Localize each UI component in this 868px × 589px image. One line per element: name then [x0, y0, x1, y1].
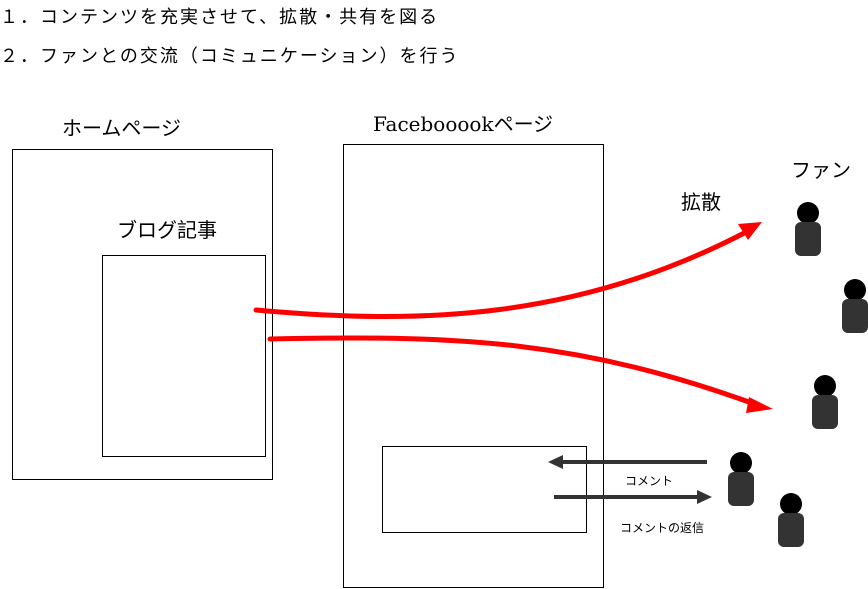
- spread-arrowhead-upper: [738, 222, 762, 240]
- comment-arrowhead: [548, 455, 563, 469]
- spread-label: 拡散: [681, 190, 721, 214]
- fans-label: ファン: [791, 158, 851, 182]
- blog-article-box: [102, 255, 266, 457]
- spread-arrow-upper: [253, 227, 753, 320]
- spread-arrow-lower: [267, 335, 763, 409]
- person-icon: [842, 279, 868, 333]
- person-icon: [778, 493, 804, 547]
- spread-arrowhead-lower: [746, 397, 773, 413]
- person-icon: [812, 375, 838, 429]
- facebook-post-box: [382, 446, 587, 533]
- comment-arrow-shaft: [561, 460, 707, 464]
- reply-label: コメントの返信: [620, 521, 705, 535]
- facebook-page-label: Facebooookページ: [373, 112, 554, 136]
- reply-arrow-shaft: [554, 495, 700, 499]
- homepage-label: ホームページ: [62, 116, 181, 140]
- goal-1: １．コンテンツを充実させて、拡散・共有を図る: [0, 7, 440, 28]
- person-icon: [795, 202, 821, 256]
- spread-arrows: [253, 227, 763, 409]
- comment-arrows: [548, 455, 712, 504]
- homepage-box: [12, 149, 273, 480]
- goal-2: ２．ファンとの交流（コミュニケーション）を行う: [0, 46, 460, 67]
- facebook-page-box: [343, 144, 604, 588]
- person-icon: [728, 452, 754, 506]
- reply-arrowhead: [697, 490, 712, 504]
- comment-label: コメント: [625, 474, 674, 488]
- blog-article-label: ブログ記事: [117, 218, 217, 242]
